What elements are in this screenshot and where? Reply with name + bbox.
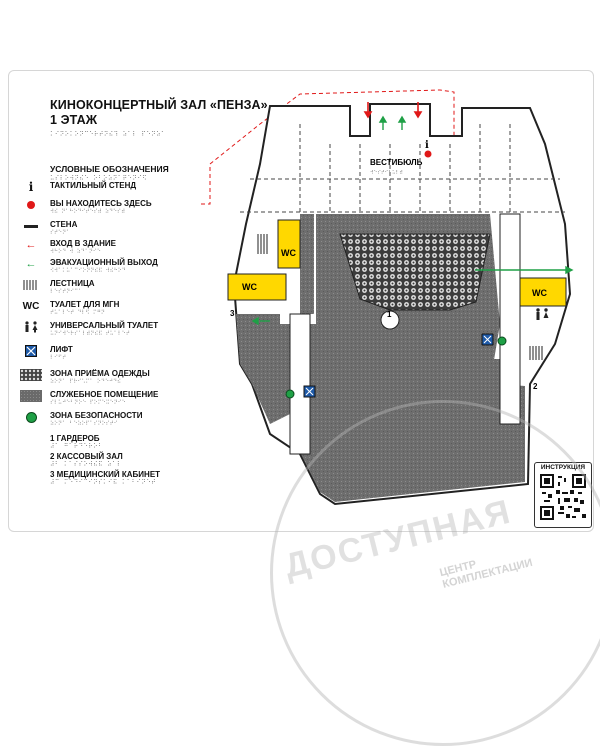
legend-item-entrance: ← ВХОД В ЗДАНИЕ ⠺⠓⠕⠙ ⠺ ⠵⠙⠁⠝⠊⠑ (20, 239, 220, 259)
legend-item-wall: СТЕНА ⠎⠞⠑⠝⠁ (20, 220, 220, 240)
qr-instruction-box[interactable]: ИНСТРУКЦИЯ (534, 462, 592, 528)
legend-label: СЛУЖЕБНОЕ ПОМЕЩЕНИЕ (50, 390, 159, 399)
corridor-right (499, 213, 521, 425)
wc-block-left (277, 219, 301, 269)
you-are-here-marker (424, 150, 432, 158)
stairs-icon (257, 234, 268, 254)
room-2-braille: ⠼⠃ ⠅⠁⠎⠎⠕⠺⠮⠯ ⠵⠁⠇ (50, 461, 122, 468)
room-2-label: 2 КАССОВЫЙ ЗАЛ (50, 452, 123, 461)
legend-braille: ⠺⠮ ⠝⠁⠓⠕⠙⠊⠞⠑⠎⠾ ⠵⠙⠑⠎⠾ (50, 209, 126, 215)
legend-braille: ⠵⠕⠝⠁ ⠏⠗⠊⠡⠍⠁ ⠕⠙⠑⠚⠙⠮ (50, 379, 122, 385)
legend-braille: ⠪⠺⠁⠅⠥⠁⠉⠊⠕⠝⠝⠮⠯ ⠺⠮⠓⠕⠙ (50, 268, 126, 274)
room-1-braille: ⠼⠁ ⠛⠁⠗⠙⠑⠗⠕⠃ (50, 443, 104, 450)
legend-braille: ⠇⠊⠋⠞ (50, 355, 67, 361)
entrance-arrow-icon (363, 102, 423, 119)
legend-item-universal-wc: УНИВЕРСАЛЬНЫЙ ТУАЛЕТ ⠥⠝⠊⠺⠑⠗⠎⠁⠇⠾⠝⠮⠯ ⠞⠥⠁⠇⠑… (20, 321, 220, 341)
safety-zone-marker (285, 389, 295, 399)
legend-label: ВХОД В ЗДАНИЕ (50, 239, 116, 248)
stairs-icon (529, 346, 543, 360)
man-woman-icon (20, 321, 42, 333)
stairs-icon (20, 279, 42, 291)
legend-braille: ⠎⠞⠑⠝⠁ (50, 230, 71, 236)
dotted-zone-icon (20, 369, 42, 381)
service-area-left (236, 314, 290, 424)
legend-label: ЗОНА ПРИЁМА ОДЕЖДЫ (50, 369, 150, 378)
legend-braille: ⠥⠝⠊⠺⠑⠗⠎⠁⠇⠾⠝⠮⠯ ⠞⠥⠁⠇⠑⠞ (50, 331, 130, 337)
qr-label: ИНСТРУКЦИЯ (540, 464, 586, 471)
title-braille: ⠅⠊⠝⠕⠅⠕⠝⠉⠑⠗⠞⠝⠮⠹ ⠵⠁⠇ ⠏⠑⠝⠵⠁ (50, 131, 166, 138)
title-line1: КИНОКОНЦЕРТНЫЙ ЗАЛ «ПЕНЗА» (50, 98, 268, 112)
legend-label: ЛИФТ (50, 345, 73, 354)
legend-item-you-are-here: ВЫ НАХОДИТЕСЬ ЗДЕСЬ ⠺⠮ ⠝⠁⠓⠕⠙⠊⠞⠑⠎⠾ ⠵⠙⠑⠎⠾ (20, 199, 220, 219)
room-1-marker (380, 310, 400, 330)
cloakroom-zone (339, 233, 491, 311)
legend-braille: ⠞⠥⠁⠇⠑⠞ ⠙⠇⠫ ⠍⠛⠝ (50, 310, 105, 316)
wc-icon: WC (20, 300, 42, 312)
evacuation-arrow-icon (251, 115, 574, 326)
legend-label: ЭВАКУАЦИОННЫЙ ВЫХОД (50, 258, 158, 267)
safety-zone-marker (497, 336, 507, 346)
legend-item-evacuation-exit: ← ЭВАКУАЦИОННЫЙ ВЫХОД ⠪⠺⠁⠅⠥⠁⠉⠊⠕⠝⠝⠮⠯ ⠺⠮⠓⠕… (20, 258, 220, 278)
plan-title: КИНОКОНЦЕРТНЫЙ ЗАЛ «ПЕНЗА» 1 ЭТАЖ (50, 98, 268, 128)
legend-braille: ⠎⠇⠥⠚⠑⠃⠝⠕⠑ ⠏⠕⠍⠑⠭⠑⠝⠊⠑ (50, 400, 126, 406)
route-line (200, 89, 455, 205)
service-room-icon (20, 390, 42, 402)
vestibule-braille: ⠺⠑⠎⠞⠊⠃⠥⠇⠾ (370, 170, 403, 176)
title-line2: 1 ЭТАЖ (50, 113, 98, 127)
wc-label-left-top: WC (281, 248, 296, 258)
red-dot-icon (20, 199, 42, 211)
legend-label: УНИВЕРСАЛЬНЫЙ ТУАЛЕТ (50, 321, 159, 330)
floor-plan: ВЕСТИБЮЛЬ ⠺⠑⠎⠞⠊⠃⠥⠇⠾ WC WC WC 1 2 3 i (200, 89, 574, 506)
legend-label: ЗОНА БЕЗОПАСНОСТИ (50, 411, 143, 420)
room-3-braille: ⠼⠉ ⠍⠑⠙⠊⠉⠊⠝⠎⠅⠊⠯ ⠅⠁⠃⠊⠝⠑⠞ (50, 479, 157, 486)
man-woman-icon (536, 308, 549, 320)
service-area-center (300, 214, 314, 314)
legend-item-wc-mgn: WC ТУАЛЕТ ДЛЯ МГН ⠞⠥⠁⠇⠑⠞ ⠙⠇⠫ ⠍⠛⠝ (20, 300, 220, 320)
vestibule-label: ВЕСТИБЮЛЬ (370, 158, 423, 167)
room-3-number: 3 (230, 309, 235, 318)
legend-label: ВЫ НАХОДИТЕСЬ ЗДЕСЬ (50, 199, 152, 208)
legend-item-elevator: ЛИФТ ⠇⠊⠋⠞ (20, 345, 220, 365)
legend-braille: ⠵⠕⠝⠁ ⠃⠑⠵⠕⠏⠁⠎⠝⠕⠎⠞⠊ (50, 421, 118, 427)
legend-item-service-room: СЛУЖЕБНОЕ ПОМЕЩЕНИЕ ⠎⠇⠥⠚⠑⠃⠝⠕⠑ ⠏⠕⠍⠑⠭⠑⠝⠊⠑ (20, 390, 220, 410)
elevator-icon (481, 333, 494, 346)
wc-label-left-bottom: WC (242, 282, 257, 292)
elevator-icon (303, 385, 316, 398)
wc-block-right (519, 277, 567, 307)
legend-title-braille: ⠥⠎⠇⠕⠺⠝⠮⠑ ⠕⠃⠕⠵⠝⠁⠟⠑⠝⠊⠫ (50, 175, 148, 182)
room-1-label: 1 ГАРДЕРОБ (50, 434, 100, 443)
tactile-stand-marker: i (425, 140, 429, 151)
legend-label: СТЕНА (50, 220, 78, 229)
legend-item-cloakroom-zone: ЗОНА ПРИЁМА ОДЕЖДЫ ⠵⠕⠝⠁ ⠏⠗⠊⠡⠍⠁ ⠕⠙⠑⠚⠙⠮ (20, 369, 220, 389)
wc-label-right: WC (532, 288, 547, 298)
room-2-number: 2 (533, 382, 538, 391)
green-dot-icon (20, 411, 42, 423)
legend-item-tactile-stand: i ТАКТИЛЬНЫЙ СТЕНД (20, 180, 220, 201)
legend-title: УСЛОВНЫЕ ОБОЗНАЧЕНИЯ (50, 164, 169, 174)
legend-braille: ⠇⠑⠎⠞⠝⠊⠉⠁ (50, 289, 83, 295)
legend-item-safety-zone: ЗОНА БЕЗОПАСНОСТИ ⠵⠕⠝⠁ ⠃⠑⠵⠕⠏⠁⠎⠝⠕⠎⠞⠊ (20, 411, 220, 431)
room-1-number: 1 (387, 310, 392, 319)
wc-icon-text: WC (22, 300, 40, 312)
legend-item-stairs: ЛЕСТНИЦА ⠇⠑⠎⠞⠝⠊⠉⠁ (20, 279, 220, 299)
elevator-icon (20, 345, 42, 357)
green-arrow-icon: ← (25, 258, 37, 270)
corridor-left (289, 313, 311, 455)
qr-code-icon[interactable] (540, 474, 586, 520)
wc-block-left-bottom (227, 273, 287, 301)
room-3-label: 3 МЕДИЦИНСКИЙ КАБИНЕТ (50, 470, 161, 479)
vestibule-grid (240, 124, 565, 214)
legend-label: ЛЕСТНИЦА (50, 279, 95, 288)
legend-label: ТАКТИЛЬНЫЙ СТЕНД (50, 181, 137, 190)
red-arrow-icon: ← (25, 239, 37, 251)
watermark-subtext: ЦЕНТР КОМПЛЕКТАЦИИ (438, 545, 533, 591)
legend-label: ТУАЛЕТ ДЛЯ МГН (50, 300, 120, 309)
info-i-icon: i (28, 180, 34, 194)
legend-braille: ⠺⠓⠕⠙ ⠺ ⠵⠙⠁⠝⠊⠑ (50, 249, 101, 255)
wall-line-icon (20, 220, 42, 232)
